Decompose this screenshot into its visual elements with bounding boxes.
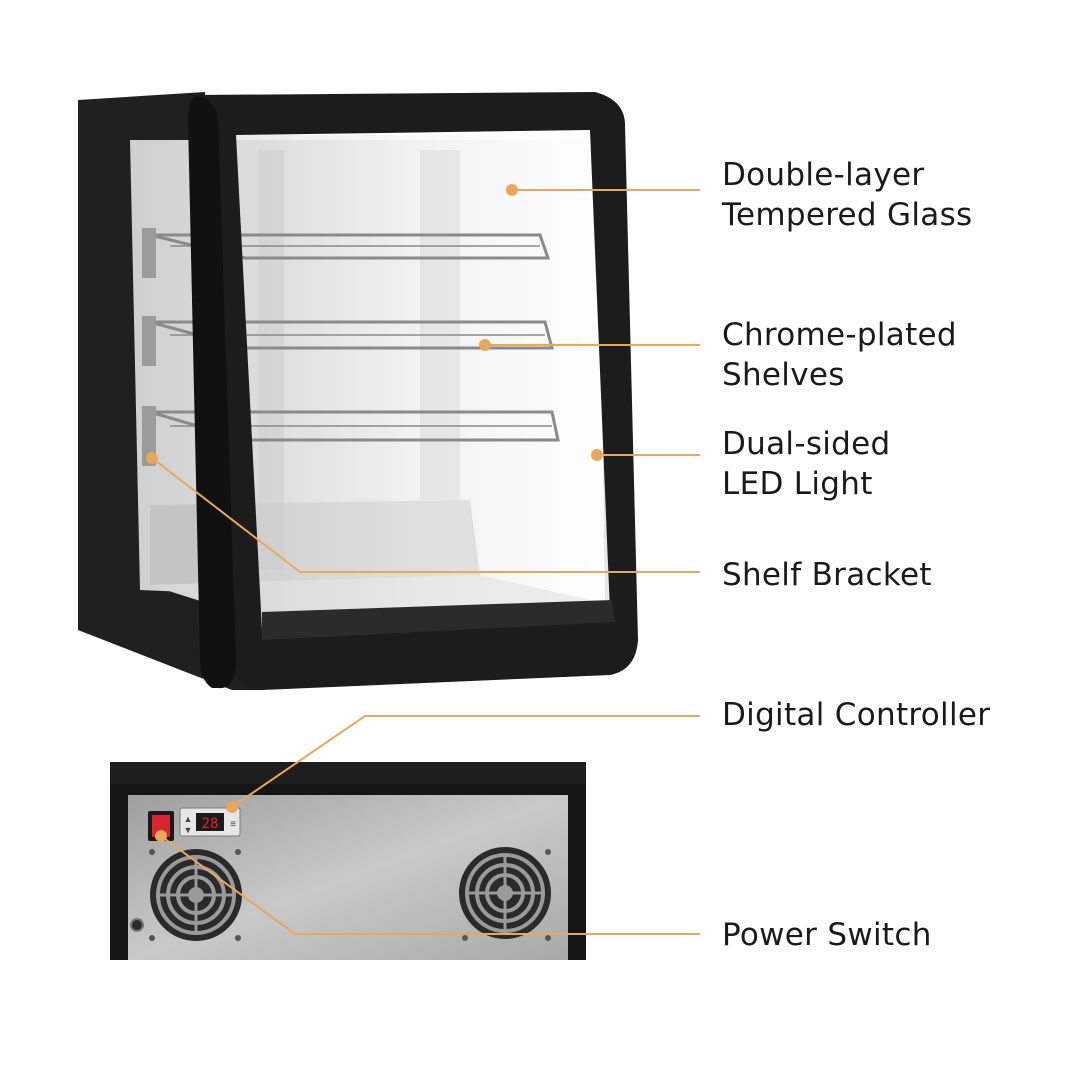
label-power-switch: Power Switch — [722, 917, 932, 953]
cabinet-bottom-strip — [262, 600, 615, 640]
fan-icon — [150, 849, 242, 941]
leader-power-switch — [160, 835, 700, 935]
set-icon: ≡ — [230, 819, 236, 830]
rear-unit: 28 ▲ ▼ ≡ — [110, 762, 586, 960]
screw — [462, 935, 468, 941]
screw — [545, 935, 551, 941]
screw — [149, 935, 155, 941]
shelf-bracket — [142, 316, 156, 366]
leader-shelf-bracket-dot — [146, 452, 158, 464]
label-led-light: Dual-sided LED Light — [722, 426, 891, 502]
label-shelf-bracket: Shelf Bracket — [722, 557, 932, 593]
leader-chrome-shelves-dot — [479, 339, 491, 351]
down-arrow-icon: ▼ — [184, 825, 193, 835]
cabinet-front-frame — [196, 92, 638, 690]
leader-led-light-dot — [591, 449, 603, 461]
label-digital-controller: Digital Controller — [722, 697, 991, 733]
screw — [149, 849, 155, 855]
display-cabinet — [78, 92, 638, 690]
label-chrome-shelves: Chrome-plated Shelves — [722, 317, 957, 393]
up-arrow-icon: ▲ — [184, 814, 193, 824]
screw — [235, 935, 241, 941]
leader-digital-controller-dot — [226, 801, 238, 813]
leader-shelf-bracket — [151, 457, 700, 573]
shelf-bracket — [142, 228, 156, 278]
fan-icon — [459, 847, 551, 939]
rear-unit-top-trim — [110, 762, 586, 784]
screw — [235, 849, 241, 855]
leader-power-switch-dot — [155, 830, 167, 842]
leader-tempered-glass-dot — [506, 184, 518, 196]
controller-panel: 28 ▲ ▼ ≡ — [179, 807, 241, 837]
screw — [545, 849, 551, 855]
power-switch-rocker — [152, 815, 170, 837]
side-knob — [130, 918, 144, 932]
leader-digital-controller — [231, 715, 700, 808]
controller-display: 28 — [202, 816, 219, 832]
cabinet-left-post — [188, 96, 236, 689]
label-tempered-glass: Double-layer Tempered Glass — [722, 157, 973, 233]
callout-leaders — [146, 184, 700, 935]
glass-panel — [230, 135, 612, 628]
shelf-bracket — [142, 406, 156, 466]
